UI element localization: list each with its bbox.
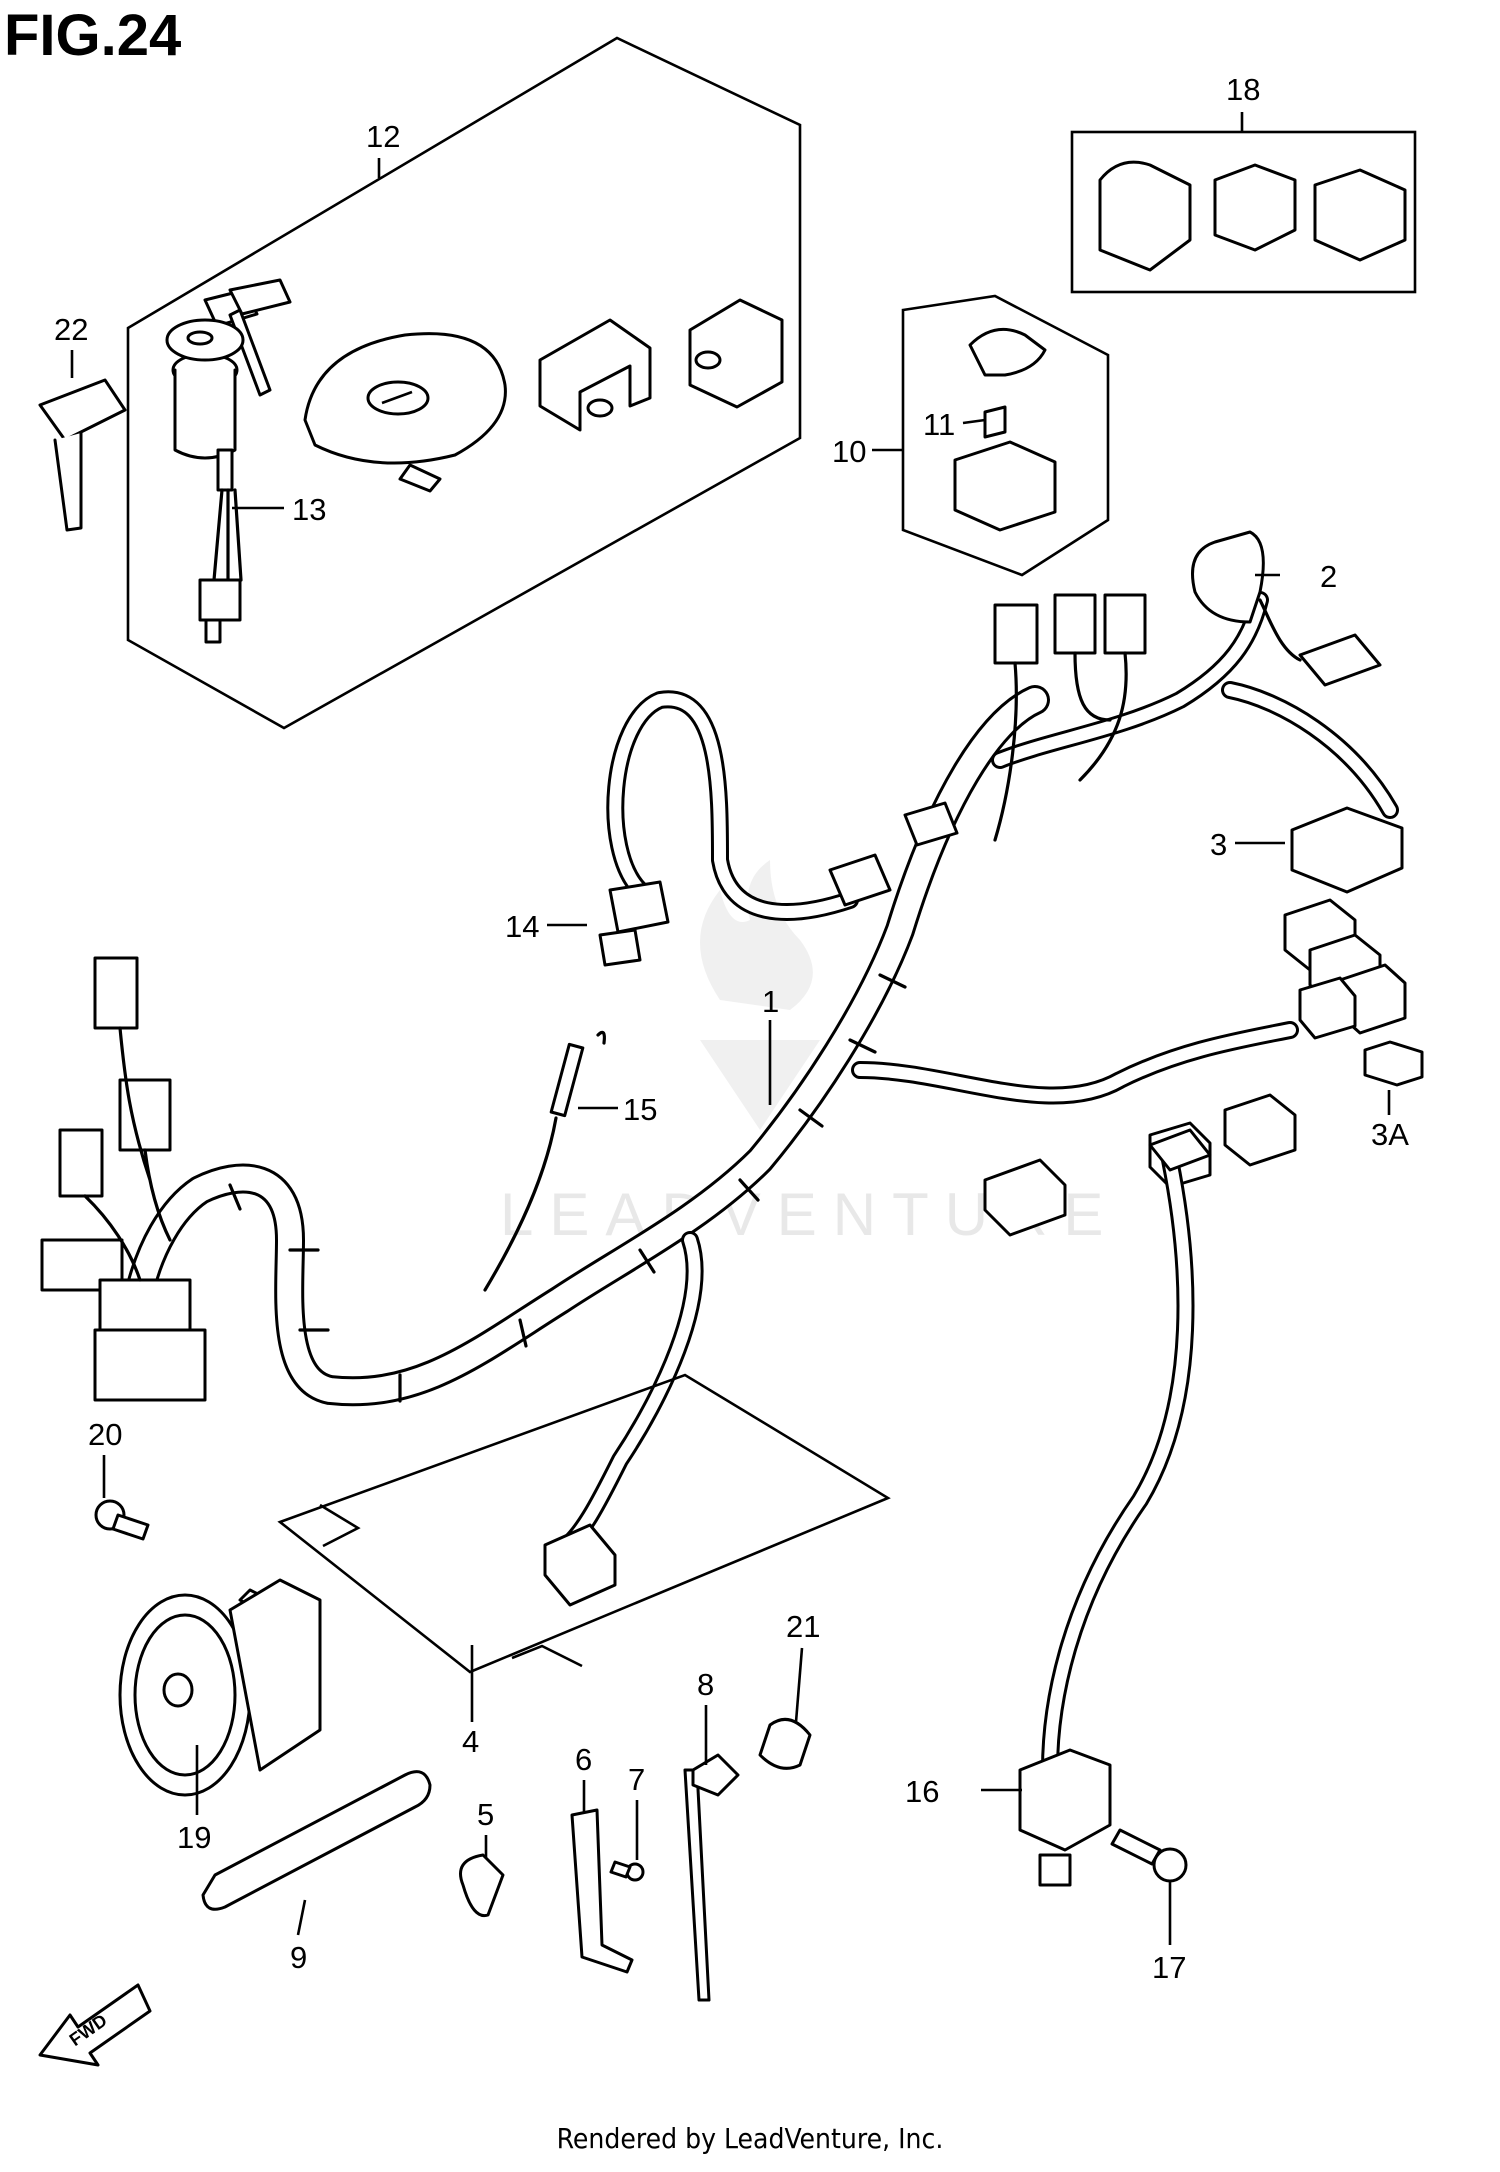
harness-connector-bottom	[543, 1523, 617, 1607]
callout-18: 18	[1226, 72, 1260, 107]
ignition-key-icon	[203, 278, 292, 397]
callout-11: 11	[923, 407, 955, 442]
harness-connector-top-a	[993, 603, 1039, 665]
callout-22: 22	[54, 312, 88, 347]
callout-8: 8	[697, 1667, 714, 1702]
fuse-11-icon	[983, 405, 1007, 439]
callout-17: 17	[1152, 1950, 1186, 1985]
callout-5: 5	[477, 1797, 494, 1832]
callout-1: 1	[762, 984, 779, 1019]
harness-cover-4	[277, 1373, 891, 1674]
callout-20: 20	[88, 1417, 122, 1452]
figure-title: FIG.24	[4, 3, 182, 68]
cap-2-icon	[1191, 530, 1265, 624]
connector-cover-c-icon	[1313, 168, 1407, 262]
callout-3a: 3A	[1371, 1117, 1409, 1152]
kit-box-10	[901, 294, 1110, 577]
key-22-icon	[38, 378, 127, 532]
bolt-17-icon	[1110, 1828, 1188, 1883]
watermark: LEADVENTURE	[500, 860, 1103, 1248]
callout-leaders	[70, 112, 1391, 1945]
footer-credit: Rendered by LeadVenture, Inc.	[556, 2122, 944, 2155]
callout-21: 21	[786, 1609, 820, 1644]
bolt-20-icon	[94, 1499, 150, 1541]
clip-21-icon	[758, 1717, 812, 1770]
connector-cover-b-icon	[1213, 163, 1297, 252]
fuse-3a-icon	[1363, 1040, 1424, 1087]
harness-connector-mid-right	[1223, 1093, 1297, 1167]
harness-connector-bank-right	[1283, 898, 1407, 1040]
harness-connector-center	[983, 1158, 1067, 1237]
brake-switch-14	[598, 690, 959, 967]
callout-4: 4	[462, 1724, 479, 1759]
fwd-arrow-icon: FWD	[38, 1983, 152, 2067]
callout-13: 13	[292, 492, 326, 527]
relay-cap-icon	[968, 327, 1047, 377]
watermark-flame-icon	[700, 860, 813, 1010]
callout-16: 16	[905, 1774, 939, 1809]
harness-connector-bundle-left	[40, 956, 207, 1402]
speed-sensor-16	[1018, 1128, 1212, 1887]
callout-3: 3	[1210, 827, 1227, 862]
connector-cover-group	[1070, 130, 1417, 294]
connector-cover-a-icon	[1098, 160, 1192, 272]
callout-15: 15	[623, 1092, 657, 1127]
spring-15-icon	[483, 1030, 606, 1292]
callout-14: 14	[505, 909, 539, 944]
harness-connector-right-top	[1298, 633, 1382, 687]
callout-labels: 12 22 18 10 11 13 2 3 3A 1 14 15 4 16 17…	[54, 72, 1409, 1985]
callout-9: 9	[290, 1940, 307, 1975]
clip-5-icon	[459, 1853, 505, 1918]
regulator-3-icon	[1290, 806, 1404, 894]
callout-6: 6	[575, 1742, 592, 1777]
relay-group	[901, 294, 1110, 577]
relay-body-icon	[953, 440, 1057, 532]
kit-box-18	[1070, 130, 1417, 294]
screw-7-icon	[609, 1860, 645, 1882]
callout-10: 10	[832, 434, 866, 469]
callout-19: 19	[177, 1820, 211, 1855]
callout-7: 7	[628, 1762, 645, 1797]
lock-cover-large-icon	[538, 318, 652, 432]
watermark-chevron-icon	[700, 1040, 820, 1130]
callout-2: 2	[1320, 559, 1337, 594]
callout-12: 12	[366, 119, 400, 154]
clamp-9-icon	[201, 1770, 432, 1911]
kit-box-12	[126, 36, 802, 730]
fuel-cap-icon	[303, 332, 507, 493]
cable-tie-8-icon	[683, 1753, 740, 2002]
lock-cover-small-icon	[688, 298, 784, 409]
ignition-kit-group	[126, 36, 802, 730]
harness-connector-top-c	[1103, 593, 1147, 655]
horn-19-icon	[118, 1578, 322, 1797]
bracket-6-icon	[570, 1808, 634, 1974]
main-wiring-harness	[40, 591, 1407, 1607]
harness-connector-top-b	[1053, 593, 1097, 655]
ignition-cylinder-icon	[165, 318, 245, 644]
